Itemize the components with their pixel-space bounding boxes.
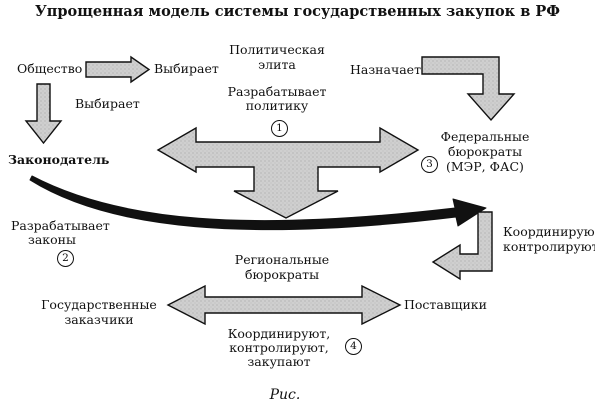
marker-1: 1 [271, 120, 288, 137]
marker-4: 4 [345, 338, 362, 355]
label-chooses-right: Выбирает [154, 61, 219, 76]
marker-2: 2 [57, 250, 74, 267]
node-legislator: Законодатель [8, 152, 110, 167]
label-laws-line2: законы [28, 232, 76, 247]
label-policy-line2: политику [245, 98, 309, 113]
node-customers-line1: Государственные [41, 297, 157, 312]
elite-to-federal-arrow [421, 56, 516, 122]
node-regional-line1: Региональные [234, 252, 330, 267]
society-to-elite-arrow [85, 55, 151, 84]
node-elite-line1: Политическая [229, 42, 325, 57]
label-appoints: Назначает [350, 62, 421, 77]
policy-t-arrow [156, 126, 420, 219]
node-society: Общество [17, 61, 83, 76]
label-coord-buy-line3: закупают [247, 354, 311, 369]
label-laws-line1: Разрабатывает [11, 218, 110, 233]
label-coord-buy-line1: Координируют, [227, 326, 331, 341]
label-policy-line1: Разрабатывает [227, 84, 327, 99]
marker-3: 3 [421, 156, 438, 173]
figure-caption: Рис. [269, 387, 301, 403]
node-regional-line2: бюрократы [244, 267, 320, 282]
label-coord-control-line1: Координируют, [503, 224, 595, 239]
node-federal-line2: бюрократы [447, 144, 523, 159]
node-federal-line3: (МЭР, ФАС) [446, 159, 524, 174]
label-coord-control-line2: контролируют [503, 239, 595, 254]
node-customers-line2: заказчики [64, 312, 134, 327]
society-to-legislator-arrow [24, 83, 63, 145]
node-federal-line1: Федеральные [440, 129, 530, 144]
page-title: Упрощенная модель системы государственны… [35, 3, 560, 20]
federal-to-regional-arrow [431, 211, 493, 281]
laws-curve-arrow [29, 175, 487, 231]
label-chooses-down: Выбирает [75, 96, 140, 111]
node-suppliers: Поставщики [404, 297, 487, 312]
customers-suppliers-arrow [166, 284, 402, 326]
node-elite-line2: элита [258, 57, 296, 72]
label-coord-buy-line2: контролируют, [229, 340, 329, 355]
